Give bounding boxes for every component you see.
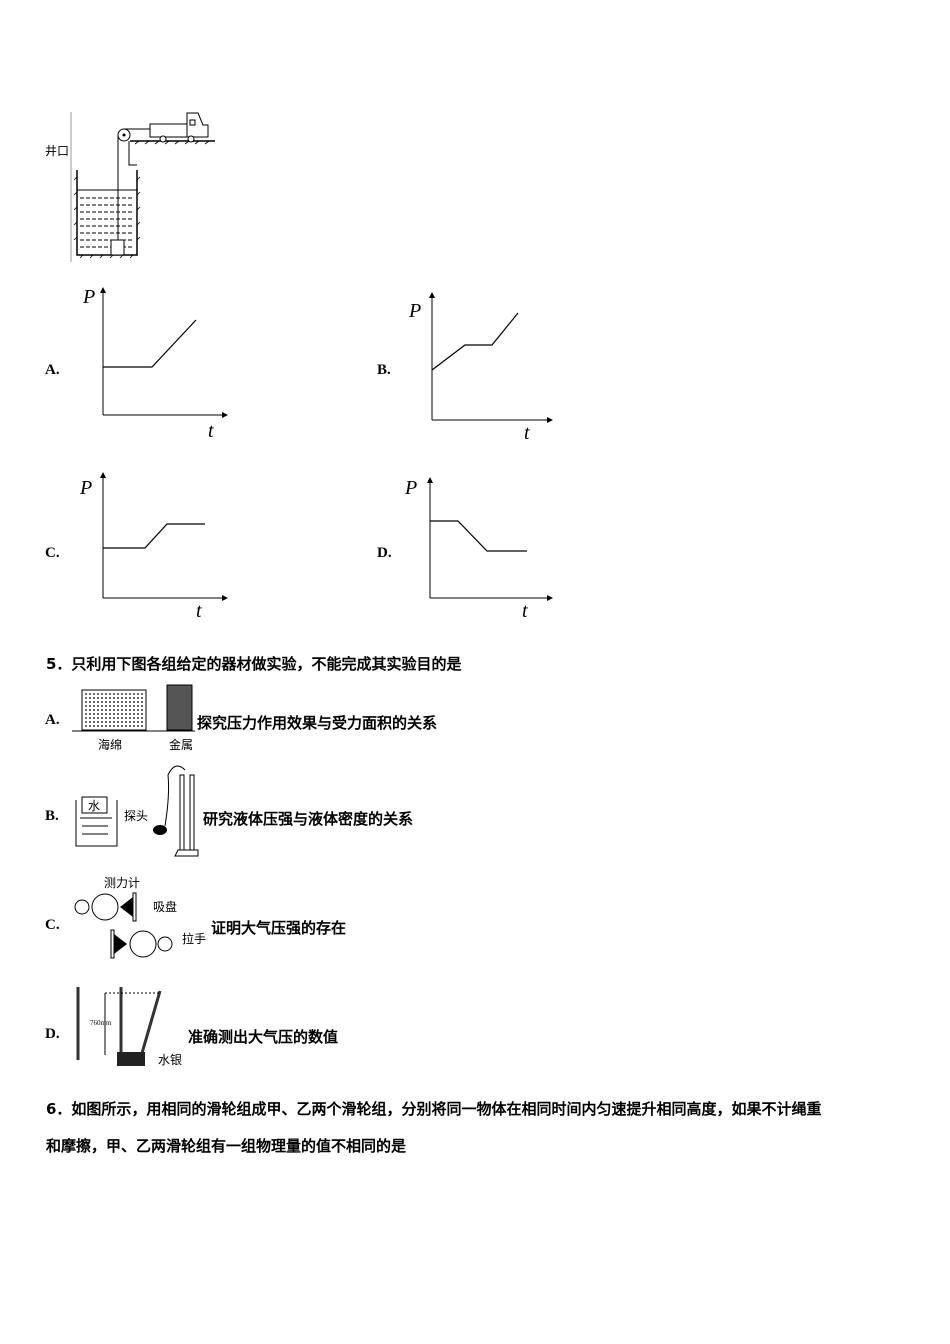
suction-cup-label: 吸盘 [153, 900, 178, 914]
option-d-label[interactable]: D. [377, 545, 392, 561]
option-c-label[interactable]: C. [45, 545, 60, 561]
axis-y-label: P [405, 477, 418, 499]
well-label: 井口 [45, 144, 70, 158]
water-label: 水 [88, 799, 101, 813]
q5-option-b-label[interactable]: B. [45, 808, 59, 824]
q5-option-a-text: 探究压力作用效果与受力面积的关系 [197, 714, 438, 732]
axis-y-label: P [83, 286, 96, 308]
spring-scale-label: 测力计 [104, 876, 141, 890]
axis-y-label: P [409, 300, 422, 322]
q5-option-d-text: 准确测出大气压的数值 [188, 1028, 339, 1046]
axis-x-label: t [208, 420, 214, 442]
graph-c [100, 472, 228, 601]
sponge-label: 海绵 [98, 738, 123, 752]
mercury-label: 水银 [158, 1053, 183, 1067]
q5-option-c-label[interactable]: C. [45, 917, 60, 933]
q5-option-a-label[interactable]: A. [45, 712, 60, 728]
q5-option-b-text: 研究液体压强与液体密度的关系 [203, 810, 414, 828]
axis-x-label: t [524, 422, 530, 444]
handle-label: 拉手 [182, 932, 207, 946]
height-760mm-label: 760mm [90, 1019, 112, 1027]
metal-label: 金属 [169, 738, 194, 752]
q5-option-d-label[interactable]: D. [45, 1026, 60, 1042]
axis-x-label: t [522, 600, 528, 622]
q5-option-c-text: 证明大气压强的存在 [211, 919, 347, 937]
question-6-stem-line1: 6．如图所示，用相同的滑轮组成甲、乙两个滑轮组，分别将同一物体在相同时间内匀速提… [46, 1100, 822, 1118]
axis-y-label: P [80, 477, 93, 499]
question-5-stem: 5．只利用下图各组给定的器材做实验，不能完成其实验目的是 [46, 655, 462, 673]
option-a-label[interactable]: A. [45, 362, 60, 378]
probe-label: 探头 [124, 809, 149, 823]
graph-d [427, 477, 553, 601]
axis-x-label: t [196, 600, 202, 622]
question-6-stem-line2: 和摩擦，甲、乙两滑轮组有一组物理量的值不相同的是 [46, 1137, 407, 1155]
option-b-label[interactable]: B. [377, 362, 391, 378]
graph-a [100, 287, 228, 418]
graph-b [429, 292, 553, 423]
